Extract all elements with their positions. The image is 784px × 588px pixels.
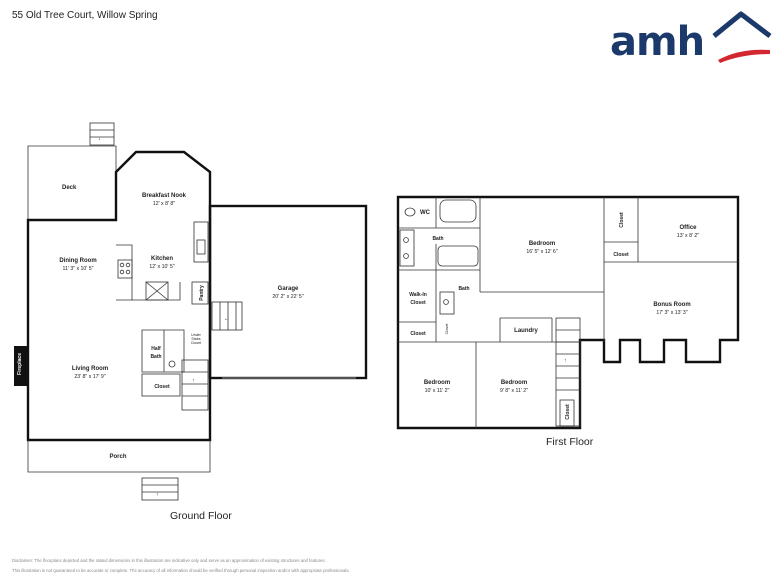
room-dims-living-room: 23' 8" x 17' 9" <box>74 374 105 380</box>
room-label-closet-left: Closet <box>410 331 426 337</box>
room-label-bath-top: Bath <box>432 236 443 242</box>
room-label-bonus-room: Bonus Room <box>653 302 690 308</box>
room-dims-breakfast-nook: 12' x 8' 8" <box>153 201 175 207</box>
room-label-closet-stair: Closet <box>565 404 571 420</box>
room-label-breakfast-nook: Breakfast Nook <box>142 193 187 199</box>
label-under-stairs-2: Stairs <box>191 337 200 341</box>
room-dims-garage: 20' 2" x 22' 5" <box>272 294 303 300</box>
room-label-walk-in-1: Walk-In <box>409 292 427 298</box>
deck-stairs <box>89 122 115 146</box>
first-floor-plan: ↑ WC Bath Bath Walk-In Closet Bedroom 16… <box>396 195 740 430</box>
room-label-dining-room: Dining Room <box>59 258 96 264</box>
svg-text:↓: ↓ <box>98 136 101 142</box>
room-label-bedroom-right: Bedroom <box>501 380 527 386</box>
label-under-stairs-3: Closet <box>191 341 201 345</box>
room-label-porch: Porch <box>109 454 126 460</box>
ground-floor-label: Ground Floor <box>170 510 232 522</box>
svg-text:↑: ↑ <box>192 378 195 384</box>
room-label-laundry: Laundry <box>514 328 538 334</box>
room-label-closet-vertical: Closet <box>619 212 625 228</box>
room-label-garage: Garage <box>278 286 299 292</box>
room-label-bedroom-left: Bedroom <box>424 380 450 386</box>
amh-logo: amh <box>610 10 772 66</box>
room-label-bedroom-main: Bedroom <box>529 241 555 247</box>
room-dims-bedroom-right: 9' 8" x 11' 2" <box>500 388 528 394</box>
logo-wordmark: amh <box>610 19 705 65</box>
room-label-fireplace: Fireplace <box>17 353 23 375</box>
svg-text:↑: ↑ <box>156 492 159 498</box>
room-label-half-bath-1: Half <box>151 346 161 352</box>
room-label-pantry: Pantry <box>199 285 205 301</box>
room-label-living-room: Living Room <box>72 366 108 372</box>
room-dims-bedroom-left: 10' x 11' 2" <box>425 388 450 394</box>
svg-text:↑: ↑ <box>564 358 567 364</box>
room-dims-dining-room: 11' 3" x 10' 5" <box>63 266 94 272</box>
property-address: 55 Old Tree Court, Willow Spring <box>12 10 158 21</box>
room-dims-kitchen: 12' x 10' 5" <box>149 264 174 270</box>
room-label-office: Office <box>679 225 697 231</box>
room-label-wc: WC <box>420 210 431 216</box>
room-label-kitchen: Kitchen <box>151 256 173 262</box>
label-under-stairs-1: Under <box>191 333 202 337</box>
svg-text:←: ← <box>224 316 229 322</box>
room-label-walk-in-2: Closet <box>410 300 426 306</box>
room-label-closet-right: Closet <box>613 252 629 258</box>
room-dims-office: 13' x 8' 2" <box>677 233 699 239</box>
room-label-closet-ground: Closet <box>154 384 170 390</box>
room-label-half-bath-2: Bath <box>150 354 161 360</box>
room-label-deck: Deck <box>62 185 77 191</box>
first-floor-label: First Floor <box>546 436 594 448</box>
room-label-bath-mid: Bath <box>458 286 469 292</box>
room-dims-bedroom-main: 16' 5" x 12' 6" <box>526 249 557 255</box>
disclaimer-line-2: This illustration is not guaranteed to b… <box>12 568 350 573</box>
ground-floor-plan: ↓ ← ↑ ↑ Deck <box>14 122 368 501</box>
garage-stairs <box>211 301 243 331</box>
room-label-linen: Closet <box>445 323 449 335</box>
room-dims-bonus-room: 17' 3" x 13' 3" <box>656 310 687 316</box>
disclaimer-line-1: Disclaimer: The floorplans depicted and … <box>12 558 326 563</box>
house-roof-icon <box>712 11 772 63</box>
garage-outline <box>208 204 368 380</box>
